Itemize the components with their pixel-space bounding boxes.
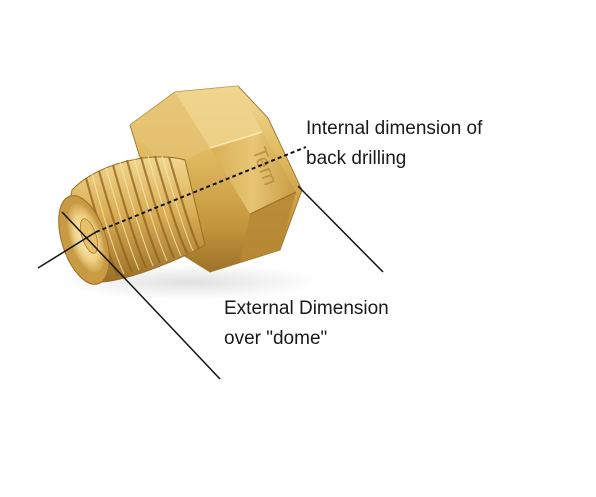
internal-leader-line [297,185,384,273]
hex-body [129,85,303,273]
back-drilling-dashed-line [95,146,307,233]
external-leader-line [61,211,221,380]
internal-dimension-label: Internal dimension of back drilling [306,118,483,169]
external-dimension-label: External Dimension over "dome" [224,298,389,349]
